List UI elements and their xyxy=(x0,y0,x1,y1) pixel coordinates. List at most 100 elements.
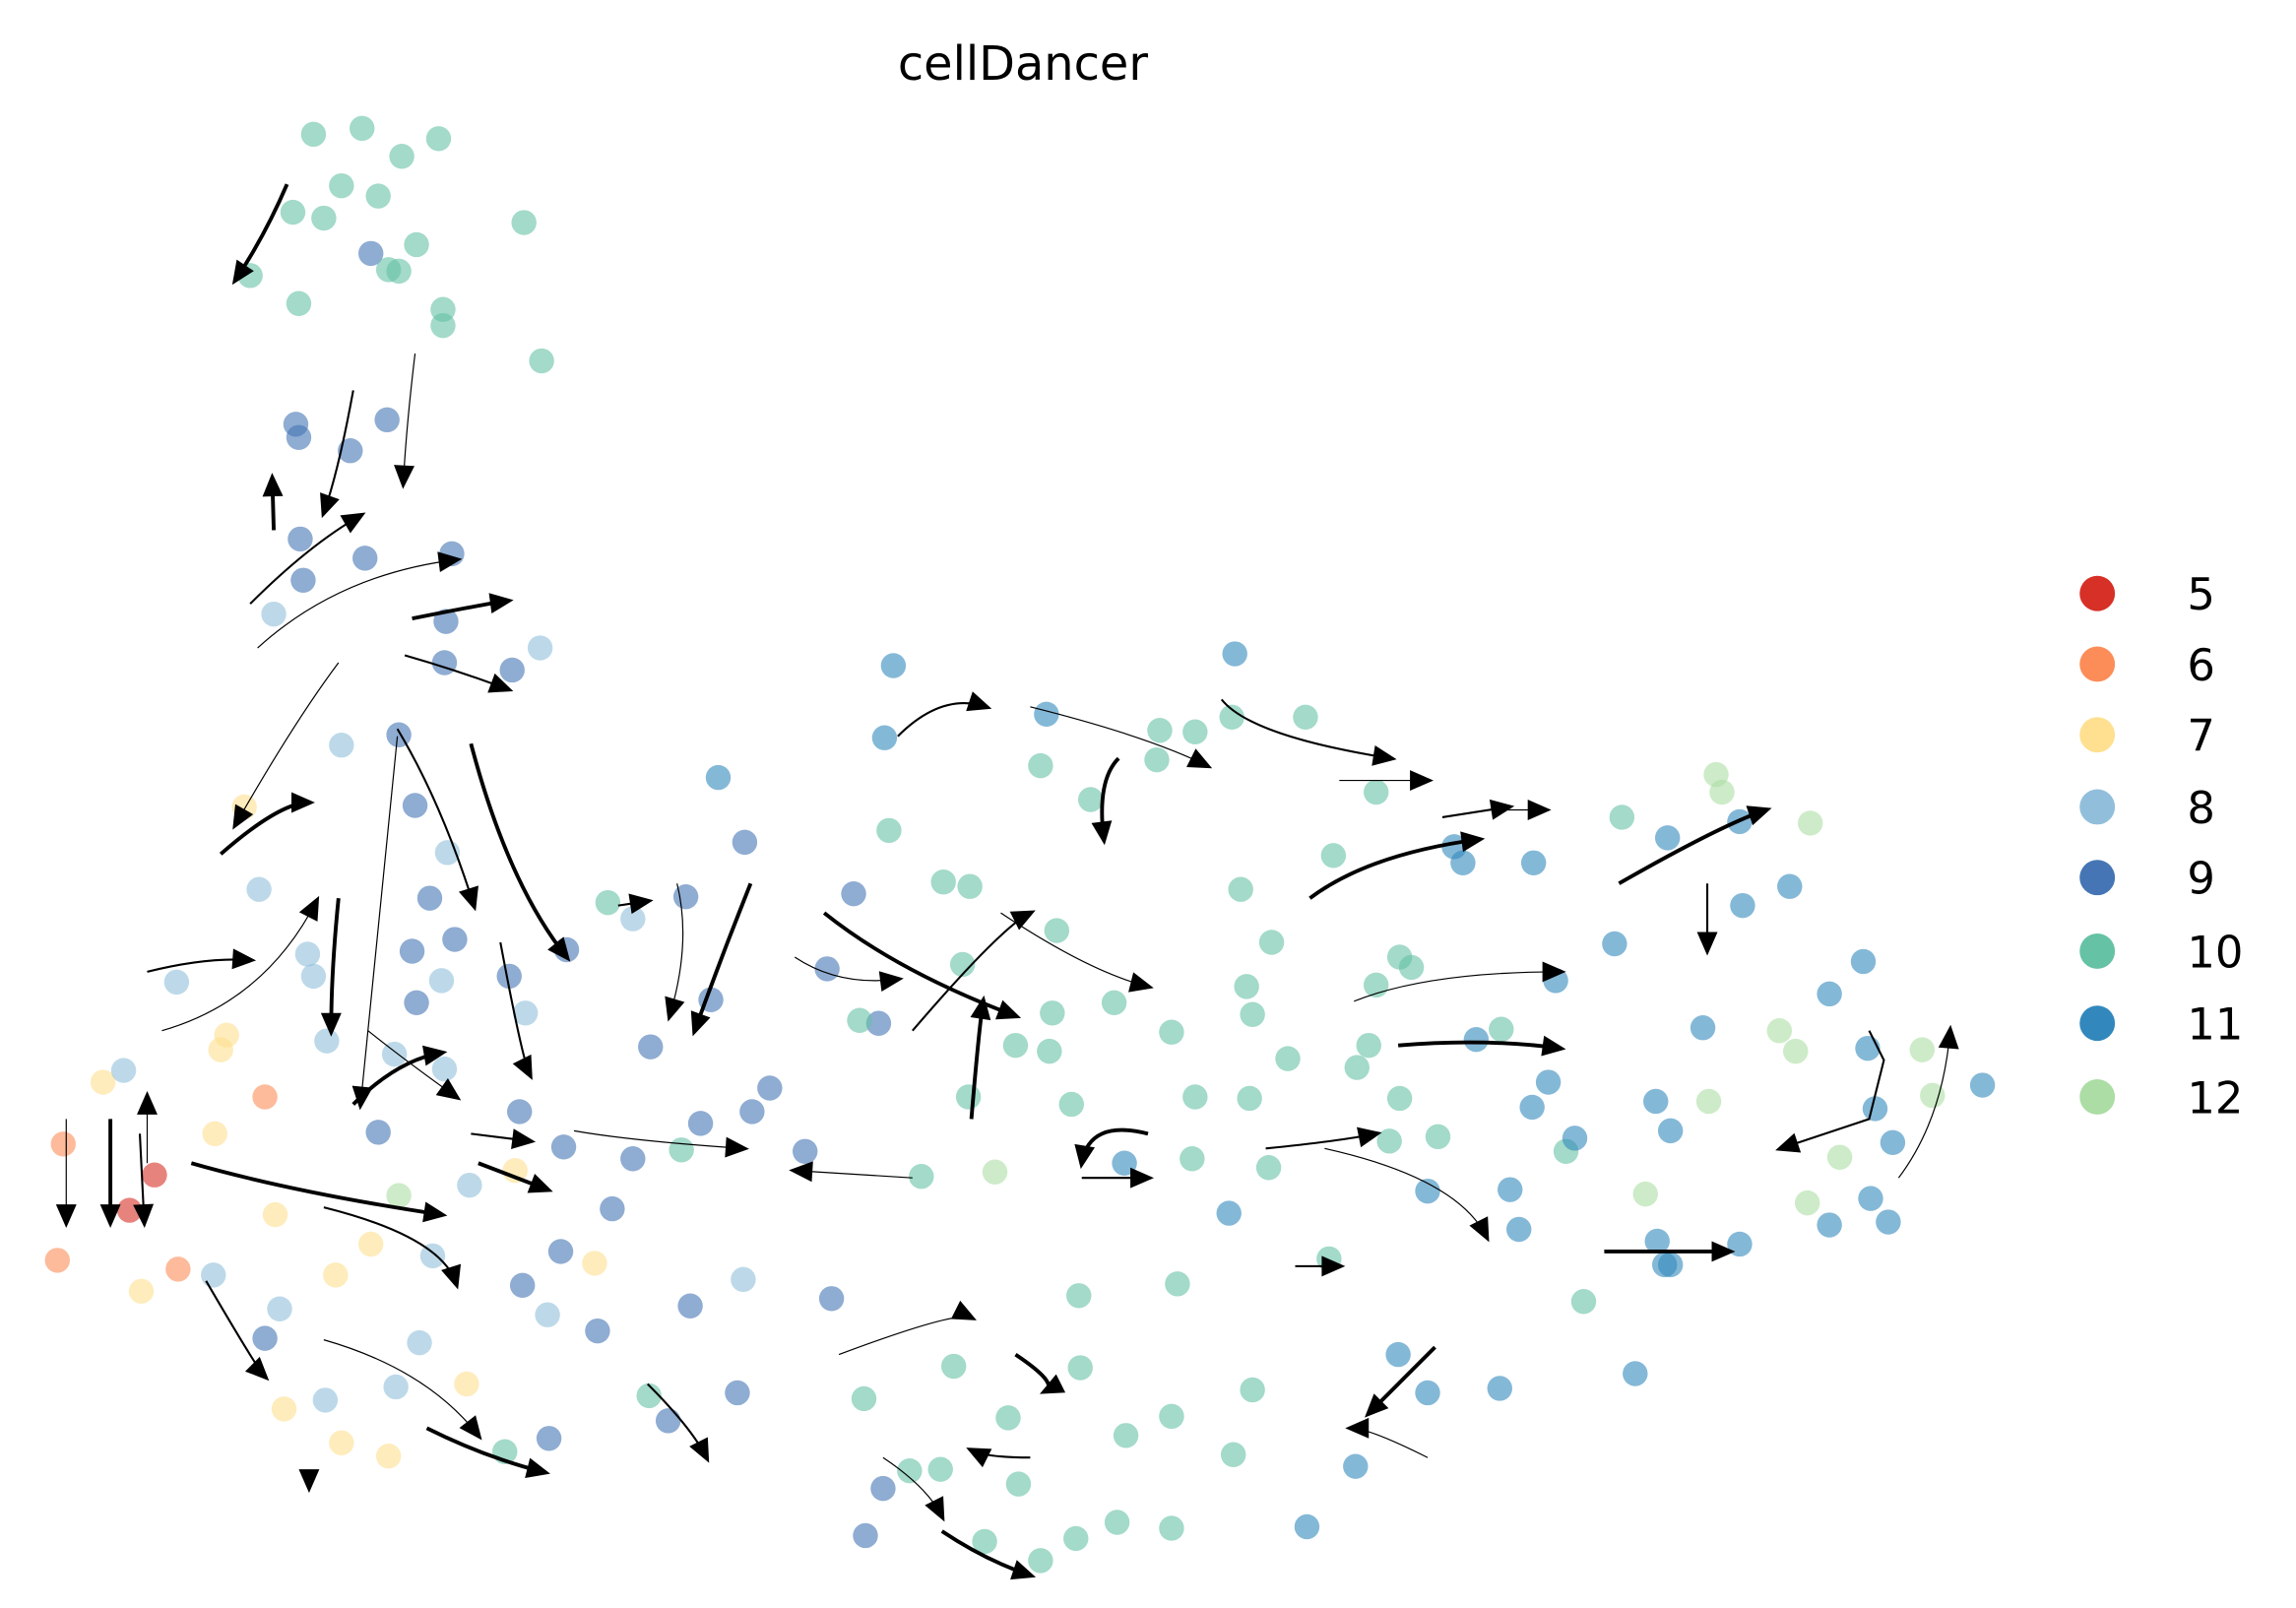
cell-point-cluster-9 xyxy=(358,240,384,267)
cell-point-cluster-10 xyxy=(1363,779,1389,805)
cell-point-cluster-10 xyxy=(1489,1016,1514,1042)
cell-point-cluster-9 xyxy=(638,1034,664,1060)
cell-point-cluster-8 xyxy=(329,732,354,758)
cell-point-cluster-10 xyxy=(300,121,327,148)
streamline-path xyxy=(396,728,476,906)
cell-point-cluster-9 xyxy=(841,880,866,907)
velocity-arrow-icon xyxy=(435,1078,462,1101)
cell-point-cluster-11 xyxy=(705,764,732,791)
streamline xyxy=(912,910,1036,1032)
streamline xyxy=(897,691,992,738)
velocity-arrow-icon xyxy=(628,893,654,915)
cell-point-cluster-10 xyxy=(1028,752,1053,779)
streamline xyxy=(1308,831,1486,900)
velocity-arrow-icon xyxy=(1128,972,1154,993)
cell-point-cluster-6 xyxy=(252,1084,278,1110)
cell-point-cluster-10 xyxy=(927,1456,953,1482)
cell-point-cluster-11 xyxy=(1644,1228,1670,1254)
cell-point-cluster-7 xyxy=(208,1037,233,1062)
velocity-arrow-icon xyxy=(1696,932,1718,956)
velocity-arrow-icon xyxy=(689,1437,710,1463)
velocity-arrow-icon xyxy=(1130,1167,1154,1189)
streamline xyxy=(257,551,463,649)
cell-point-cluster-10 xyxy=(425,126,452,152)
cell-point-cluster-8 xyxy=(731,1266,756,1293)
cell-point-cluster-12 xyxy=(1783,1038,1809,1064)
cell-point-cluster-9 xyxy=(365,1120,391,1145)
velocity-arrow-icon xyxy=(1345,1417,1370,1439)
velocity-arrow-icon xyxy=(725,1136,749,1158)
cell-point-cluster-10 xyxy=(1002,1032,1029,1059)
cell-point-cluster-8 xyxy=(163,969,190,996)
cell-point-cluster-6 xyxy=(165,1256,191,1282)
cell-point-cluster-8 xyxy=(246,876,272,902)
velocity-arrow-icon xyxy=(1186,748,1213,769)
cell-point-cluster-6 xyxy=(44,1248,71,1273)
cell-point-cluster-10 xyxy=(847,1007,872,1033)
cell-point-cluster-9 xyxy=(499,657,525,683)
streamline xyxy=(966,1447,1031,1468)
cell-point-cluster-8 xyxy=(312,1387,339,1413)
streamline xyxy=(323,1206,462,1290)
streamline xyxy=(133,1133,155,1229)
legend-marker xyxy=(2079,1079,2116,1115)
cell-point-cluster-10 xyxy=(280,199,306,225)
cell-point-cluster-9 xyxy=(404,990,429,1016)
cell-point-cluster-11 xyxy=(1623,1361,1648,1386)
cell-point-cluster-9 xyxy=(374,407,400,433)
velocity-arrow-icon xyxy=(459,1415,482,1441)
cell-point-cluster-11 xyxy=(1730,892,1755,919)
velocity-arrow-icon xyxy=(244,1356,270,1382)
cell-point-cluster-8 xyxy=(457,1172,482,1198)
velocity-arrow-icon xyxy=(422,1045,448,1066)
cell-point-cluster-12 xyxy=(1826,1144,1853,1170)
streamline xyxy=(190,1161,448,1223)
velocity-arrow-icon xyxy=(99,1204,121,1229)
cell-point-cluster-10 xyxy=(1147,718,1173,743)
velocity-arrow-icon xyxy=(1091,820,1113,846)
streamline xyxy=(55,1119,77,1229)
streamline xyxy=(1000,912,1154,993)
cell-point-cluster-9 xyxy=(865,1010,892,1036)
legend-item-11: 11 xyxy=(2079,998,2243,1051)
cell-point-cluster-7 xyxy=(329,1430,354,1455)
cell-point-cluster-10 xyxy=(350,115,375,142)
cell-point-cluster-11 xyxy=(1385,1341,1411,1368)
legend-label: 10 xyxy=(2187,926,2243,978)
cell-point-cluster-10 xyxy=(1077,787,1104,812)
cell-point-cluster-11 xyxy=(1777,873,1803,899)
legend-label: 8 xyxy=(2187,782,2215,834)
streamline xyxy=(838,1300,977,1356)
cell-point-cluster-8 xyxy=(407,1329,432,1356)
velocity-arrow-icon xyxy=(1938,1024,1959,1050)
cell-point-cluster-9 xyxy=(402,793,428,818)
cell-point-cluster-9 xyxy=(547,1239,574,1264)
cell-point-cluster-8 xyxy=(110,1058,137,1083)
velocity-arrow-icon xyxy=(133,1203,155,1229)
streamline xyxy=(425,1426,550,1478)
cell-point-cluster-10 xyxy=(1005,1471,1032,1497)
cell-point-cluster-10 xyxy=(1101,990,1127,1016)
streamline-path xyxy=(402,353,416,483)
legend-item-5: 5 xyxy=(2079,568,2215,620)
streamline xyxy=(1775,1030,1885,1153)
cell-point-cluster-9 xyxy=(287,526,313,552)
legend-label: 12 xyxy=(2187,1071,2243,1124)
cell-point-cluster-8 xyxy=(267,1296,292,1321)
streamline xyxy=(404,654,514,693)
streamline xyxy=(298,1469,320,1494)
cell-point-cluster-8 xyxy=(527,635,553,661)
cell-point-cluster-10 xyxy=(1040,1000,1065,1026)
cell-point-cluster-11 xyxy=(1519,1094,1545,1121)
cell-point-cluster-9 xyxy=(853,1522,878,1549)
legend-item-6: 6 xyxy=(2079,639,2215,691)
streamline xyxy=(320,897,342,1037)
velocity-arrow-icon xyxy=(665,996,685,1022)
cell-point-cluster-10 xyxy=(529,348,554,374)
legend-label: 6 xyxy=(2187,639,2215,691)
streamline xyxy=(789,1161,913,1183)
legend-marker xyxy=(2079,575,2116,611)
cell-point-cluster-7 xyxy=(358,1231,384,1257)
cell-point-cluster-10 xyxy=(957,873,983,899)
streamline-path xyxy=(1308,837,1480,900)
